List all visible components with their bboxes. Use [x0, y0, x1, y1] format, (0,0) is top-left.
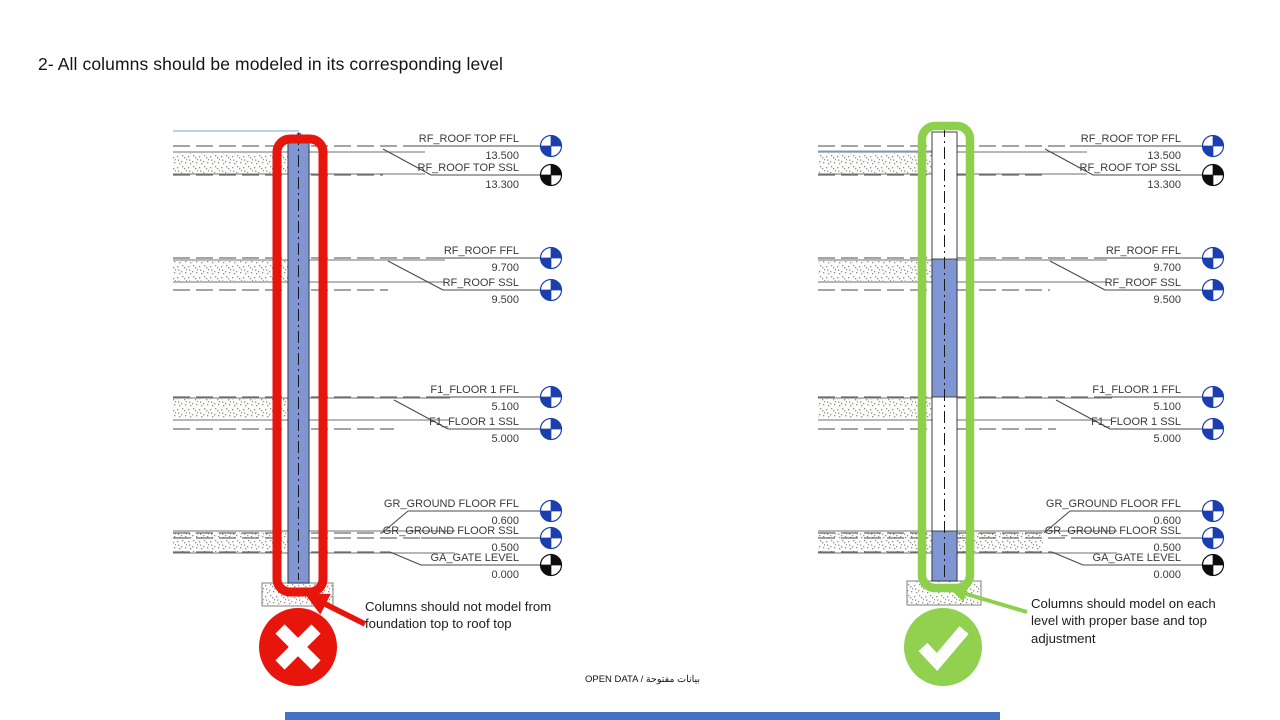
concrete-slab — [173, 153, 288, 173]
level-head-icon — [539, 417, 563, 441]
level-head-icon — [1201, 163, 1225, 187]
level-elevation-value: 0.500 — [1153, 542, 1181, 554]
level-head-icon — [1201, 526, 1225, 550]
level-label: F1_FLOOR 1 SSL — [1091, 416, 1181, 428]
level-label: RF_ROOF SSL — [443, 277, 519, 289]
level-elevation-value: 0.600 — [491, 515, 519, 527]
caption-incorrect: Columns should not model from foundation… — [365, 599, 552, 632]
level-head-icon — [539, 134, 563, 158]
level-label: F1_FLOOR 1 SSL — [429, 416, 519, 428]
level-elevation-value: 0.500 — [491, 542, 519, 554]
concrete-slab — [818, 261, 933, 281]
level-elevation-value: 5.000 — [491, 433, 519, 445]
level-label: F1_FLOOR 1 FFL — [430, 384, 519, 396]
level-label: GA_GATE LEVEL — [431, 552, 519, 564]
level-label: F1_FLOOR 1 FFL — [1092, 384, 1181, 396]
concrete-slab — [818, 399, 933, 419]
leader-elbow — [382, 148, 432, 176]
level-label: RF_ROOF TOP FFL — [1081, 133, 1181, 145]
level-elevation-value: 5.100 — [1153, 401, 1181, 413]
level-label: RF_ROOF FFL — [1106, 245, 1181, 257]
level-elevation-value: 13.500 — [1147, 150, 1181, 162]
leader-elbow — [381, 510, 409, 534]
level-head-icon — [1201, 385, 1225, 409]
level-label: GR_GROUND FLOOR FFL — [384, 498, 519, 510]
highlight-box — [272, 134, 328, 597]
level-head-icon — [539, 553, 563, 577]
level-head-icon — [1201, 134, 1225, 158]
leader-elbow — [1049, 260, 1106, 291]
level-label: GR_GROUND FLOOR SSL — [1045, 525, 1181, 537]
level-label: RF_ROOF SSL — [1105, 277, 1181, 289]
concrete-slab — [818, 532, 1043, 552]
level-elevation-value: 9.500 — [1153, 294, 1181, 306]
level-head-icon — [539, 499, 563, 523]
leader-elbow — [1043, 510, 1071, 534]
level-elevation-value: 5.100 — [491, 401, 519, 413]
level-head-icon — [1201, 499, 1225, 523]
annotation-arrow — [304, 593, 367, 627]
level-head-icon — [1201, 246, 1225, 270]
level-elevation-value: 9.700 — [491, 262, 519, 274]
level-head-icon — [1201, 553, 1225, 577]
level-head-icon — [539, 526, 563, 550]
concrete-slab — [173, 532, 288, 552]
caption-correct: Columns should model on each level with … — [1031, 596, 1216, 646]
level-label: GR_GROUND FLOOR FFL — [1046, 498, 1181, 510]
level-label: RF_ROOF TOP FFL — [419, 133, 519, 145]
level-elevation-value: 0.600 — [1153, 515, 1181, 527]
level-head-icon — [539, 246, 563, 270]
level-elevation-value: 0.000 — [1153, 569, 1181, 581]
level-label: GA_GATE LEVEL — [1093, 552, 1181, 564]
leader-elbow — [387, 260, 444, 291]
leader-elbow — [1055, 399, 1111, 430]
level-label: RF_ROOF TOP SSL — [1080, 162, 1181, 174]
leader-elbow — [1044, 148, 1094, 176]
bottom-accent-bar — [285, 712, 1000, 720]
level-elevation-value: 9.500 — [491, 294, 519, 306]
level-head-icon — [539, 278, 563, 302]
level-elevation-value: 13.300 — [1147, 179, 1181, 191]
leader-elbow — [389, 551, 422, 566]
level-label: RF_ROOF TOP SSL — [418, 162, 519, 174]
leader-elbow — [393, 399, 449, 430]
footer-watermark: OPEN DATA / بيانات مفتوحة — [585, 674, 701, 685]
level-elevation-value: 5.000 — [1153, 433, 1181, 445]
level-head-icon — [1201, 278, 1225, 302]
concrete-slab — [173, 261, 288, 281]
annotation-arrow — [949, 585, 1028, 614]
level-elevation-value: 0.000 — [491, 569, 519, 581]
level-label: RF_ROOF FFL — [444, 245, 519, 257]
level-elevation-value: 13.300 — [485, 179, 519, 191]
highlight-box — [917, 121, 975, 593]
level-label: GR_GROUND FLOOR SSL — [383, 525, 519, 537]
cross-badge-icon — [259, 608, 337, 686]
level-head-icon — [539, 385, 563, 409]
check-badge-icon — [904, 608, 982, 686]
level-head-icon — [539, 163, 563, 187]
level-head-icon — [1201, 417, 1225, 441]
concrete-slab — [818, 153, 933, 173]
leader-elbow — [1051, 551, 1084, 566]
level-elevation-value: 9.700 — [1153, 262, 1181, 274]
page-title: 2- All columns should be modeled in its … — [38, 54, 504, 74]
level-elevation-value: 13.500 — [485, 150, 519, 162]
concrete-slab — [173, 399, 288, 419]
